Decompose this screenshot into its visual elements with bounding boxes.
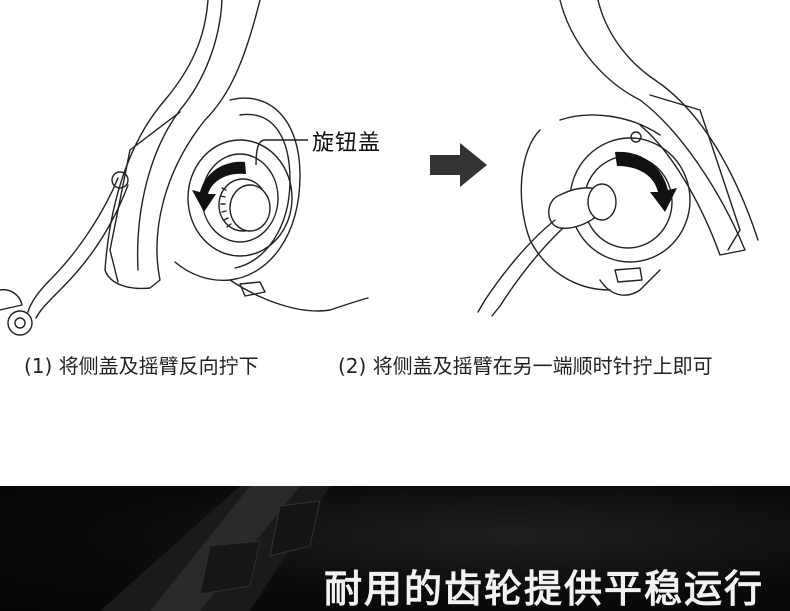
reel-illustration [0, 0, 790, 486]
step-1-caption: (1) 将侧盖及摇臂反向拧下 [24, 350, 259, 379]
knob-cap-label: 旋钮盖 [312, 125, 381, 157]
feature-banner: 耐用的齿轮提供平稳运行 [0, 486, 790, 611]
banner-title: 耐用的齿轮提供平稳运行 [324, 558, 764, 611]
right-arrow-icon [430, 143, 487, 187]
instruction-diagram: 旋钮盖 (1) 将侧盖及摇臂反向拧下 (2) 将侧盖及摇臂在另一端顺时针拧上即可 [0, 0, 790, 486]
knob-leader-line [256, 140, 308, 165]
left-reel-drawing [0, 0, 368, 335]
step-2-caption: (2) 将侧盖及摇臂在另一端顺时针拧上即可 [338, 350, 713, 379]
